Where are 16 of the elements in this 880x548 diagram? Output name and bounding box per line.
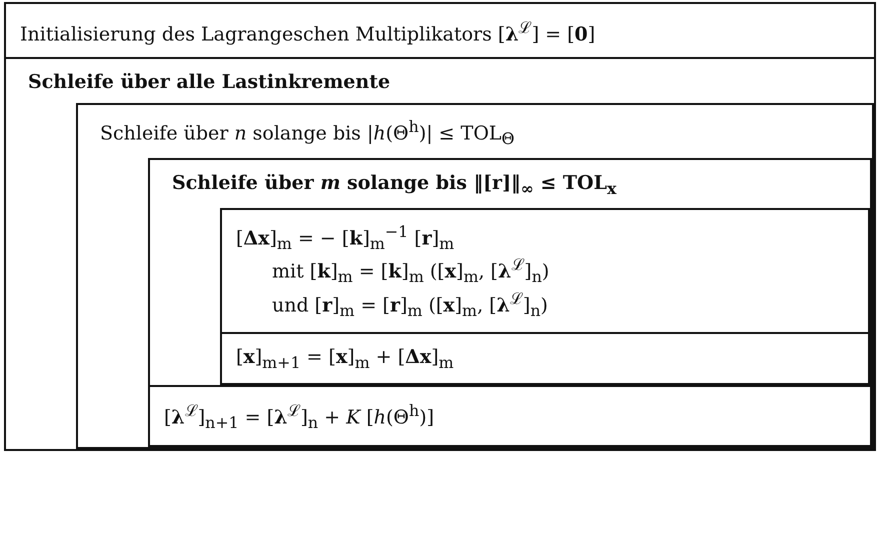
formula-text: Initialisierung des Lagrangeschen Multiplikators [λ$^{ℒ}$] = [0]: [20, 17, 596, 46]
loop-condition: Schleife über alle Lastinkremente: [27, 70, 392, 96]
statement-block: [148, 385, 872, 447]
formula-text: [λ$^{ℒ}$]$_{n+1}$ = [λ$^{ℒ}$]$_{n}$ + K [h(Θ$^{h}$)]: [164, 400, 436, 433]
loop-condition: Schleife über m solange bis ‖[r]‖$_{∞}$ ≤ TOL$_{x}$: [171, 171, 618, 200]
loop-block: [76, 103, 874, 449]
statement-block: [220, 332, 870, 386]
formula-text: und [r]$_{m}$ = [r]$_{m}$ ([x]$_{m}$, [λ$^{ℒ}$]$_{n}$): [271, 288, 549, 320]
formula-text: [x]$_{m+1}$ = [x]$_{m}$ + [Δx]$_{m}$: [236, 346, 455, 372]
loop-block: [4, 57, 876, 451]
formula-text: mit [k]$_{m}$ = [k]$_{m}$ ([x]$_{m}$, [λ$^{ℒ}$]$_{n}$): [271, 254, 550, 286]
statement-block: [220, 208, 870, 334]
loop-condition: Schleife über n solange bis |h(Θ$^{h}$)| ≤ TOL$_{Θ}$: [99, 116, 516, 150]
loop-block: [148, 158, 872, 388]
statement-block: [4, 2, 876, 60]
formula-text: [Δx]$_{m}$ = − [k]$_{m}$$^{−1}$ [r]$_{m}$: [236, 222, 456, 254]
